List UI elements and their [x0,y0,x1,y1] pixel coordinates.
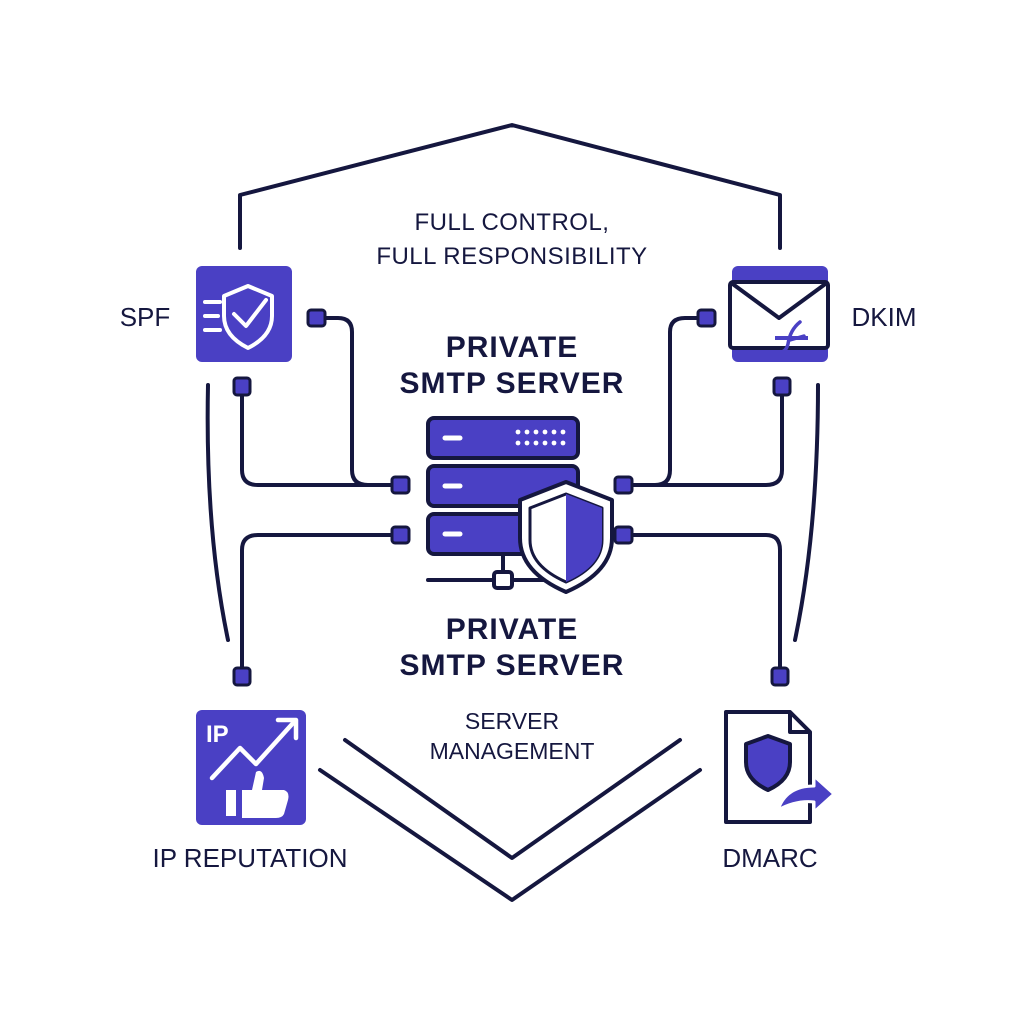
spf-label: SPF [119,302,171,332]
left-side-arc [205,383,230,642]
right-side-arc [793,383,820,642]
trend-thumbs-up-icon [209,717,299,818]
dkim-tile [728,266,830,362]
plug-server-right-lower [613,525,634,545]
ip-reputation-label: IP REPUTATION [152,843,348,873]
dkim-label: DKIM [851,302,917,332]
plug-dkim-left [696,308,717,328]
ip-reputation-tile: IP [196,710,306,825]
dmarc-tile [724,710,836,824]
dmarc-label: DMARC [722,843,818,873]
plug-ip-top [232,666,252,687]
spf-to-server-line-b [240,393,394,487]
server-title-top-line-2: SMTP SERVER [399,367,625,400]
outer-shield-top [238,123,782,250]
dkim-to-server-line-b [630,393,784,487]
outer-shield-bottom [318,768,702,902]
plug-dmarc-top [770,666,790,687]
plug-server-right-upper [613,475,634,495]
document-shield-icon [724,710,836,824]
server-management-line-1: SERVER [464,708,560,734]
tagline: FULL CONTROL, FULL RESPONSIBILITY [312,206,712,274]
server-shield-icon [518,480,614,594]
spf-tile [196,266,292,362]
tagline-line-2: FULL RESPONSIBILITY [376,243,648,270]
plug-server-left-upper [390,475,411,495]
server-title-top: PRIVATE SMTP SERVER [332,330,692,402]
shield-check-icon [203,284,274,350]
server-management-label: SERVER MANAGEMENT [362,706,662,766]
ip-to-server-line [240,533,394,670]
dmarc-to-server-line [630,533,782,670]
inner-chevron [343,738,682,860]
tagline-line-1: FULL CONTROL, [414,209,610,236]
server-title-bottom-line-1: PRIVATE [445,613,579,646]
plug-spf-bottom [232,376,252,397]
plug-spf-right [306,308,327,328]
signed-envelope-icon [728,280,830,354]
server-title-bottom: PRIVATE SMTP SERVER [332,612,692,684]
server-title-top-line-1: PRIVATE [445,331,579,364]
plug-server-left-lower [390,525,411,545]
plug-dkim-bottom [772,376,792,397]
server-title-bottom-line-2: SMTP SERVER [399,649,625,682]
ip-badge: IP [206,721,229,748]
server-management-line-2: MANAGEMENT [429,738,595,764]
